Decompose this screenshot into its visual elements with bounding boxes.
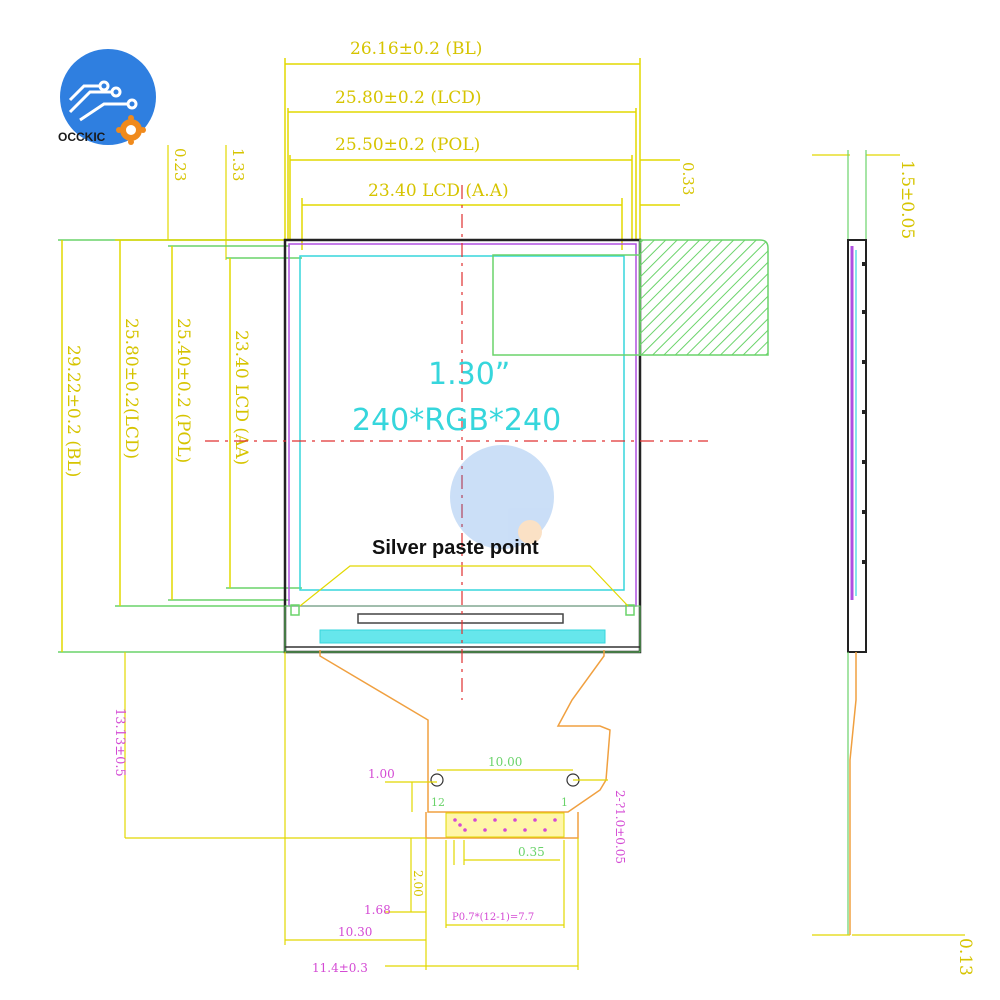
silver-paste-label: Silver paste point [372, 537, 539, 559]
fpc-holes [430, 773, 580, 787]
offset-a-label: 0.23 [171, 148, 189, 181]
pin-first-label: 12 [431, 796, 445, 809]
top-left-offset-lines [167, 145, 227, 260]
lcd-height-label: 25.80±0.2(LCD) [121, 318, 141, 459]
offset-b-label: 1.33 [229, 148, 247, 181]
pad-offset-label: 2.00 [411, 870, 425, 897]
fpc-cable [319, 650, 611, 839]
hole-diameter-label: 2-?1.0±0.05 [613, 790, 627, 864]
center-lines [205, 185, 708, 700]
bl-width-label: 26.16±0.2 (BL) [350, 39, 482, 59]
hole-spacing-label: 10.00 [488, 755, 522, 769]
fpc-dimension-lines [124, 652, 608, 970]
display-size-label: 1.30” [428, 357, 510, 392]
left-offset-label: 10.30 [338, 925, 372, 939]
fpc-width-label: 11.4±0.3 [312, 961, 368, 975]
aa-height-label: 23.40 LCD (AA) [231, 330, 251, 465]
silver-paste-leaders [299, 565, 629, 607]
fpc-length-label: 13.13±0.5 [112, 708, 127, 777]
left-dimensions [58, 239, 302, 653]
lcd-module-outline [283, 238, 642, 654]
aa-width-label: 23.40 LCD (A.A) [368, 181, 509, 201]
pad-width-label: 0.35 [518, 845, 545, 859]
offset-c-label: 0.33 [679, 162, 697, 195]
gear-icon [116, 115, 146, 145]
brand-logo: OCCKIC [58, 49, 156, 145]
lcd-width-label: 25.80±0.2 (LCD) [335, 88, 482, 108]
pol-height-label: 25.40±0.2 (POL) [173, 318, 193, 463]
pin-last-label: 1 [561, 796, 568, 809]
hole-offset-label: 1.00 [368, 767, 395, 781]
fpc-hatched-tab [492, 239, 769, 356]
hole-left-icon [430, 773, 444, 787]
edge-offset-label: 1.68 [364, 903, 391, 917]
side-view [812, 150, 965, 936]
watermark-logo [450, 445, 554, 549]
thickness-label: 1.5±0.05 [897, 160, 917, 239]
fpc-contact-pads [445, 812, 565, 838]
circuit-icon [68, 80, 138, 122]
logo-text: OCCKIC [58, 130, 106, 144]
display-resolution-label: 240*RGB*240 [352, 403, 561, 438]
fpc-thickness-label: 0.13 [955, 938, 975, 976]
pol-width-label: 25.50±0.2 (POL) [335, 135, 480, 155]
bl-height-label: 29.22±0.2 (BL) [63, 345, 83, 477]
pitch-total-label: P0.7*(12-1)=7.7 [452, 912, 534, 923]
